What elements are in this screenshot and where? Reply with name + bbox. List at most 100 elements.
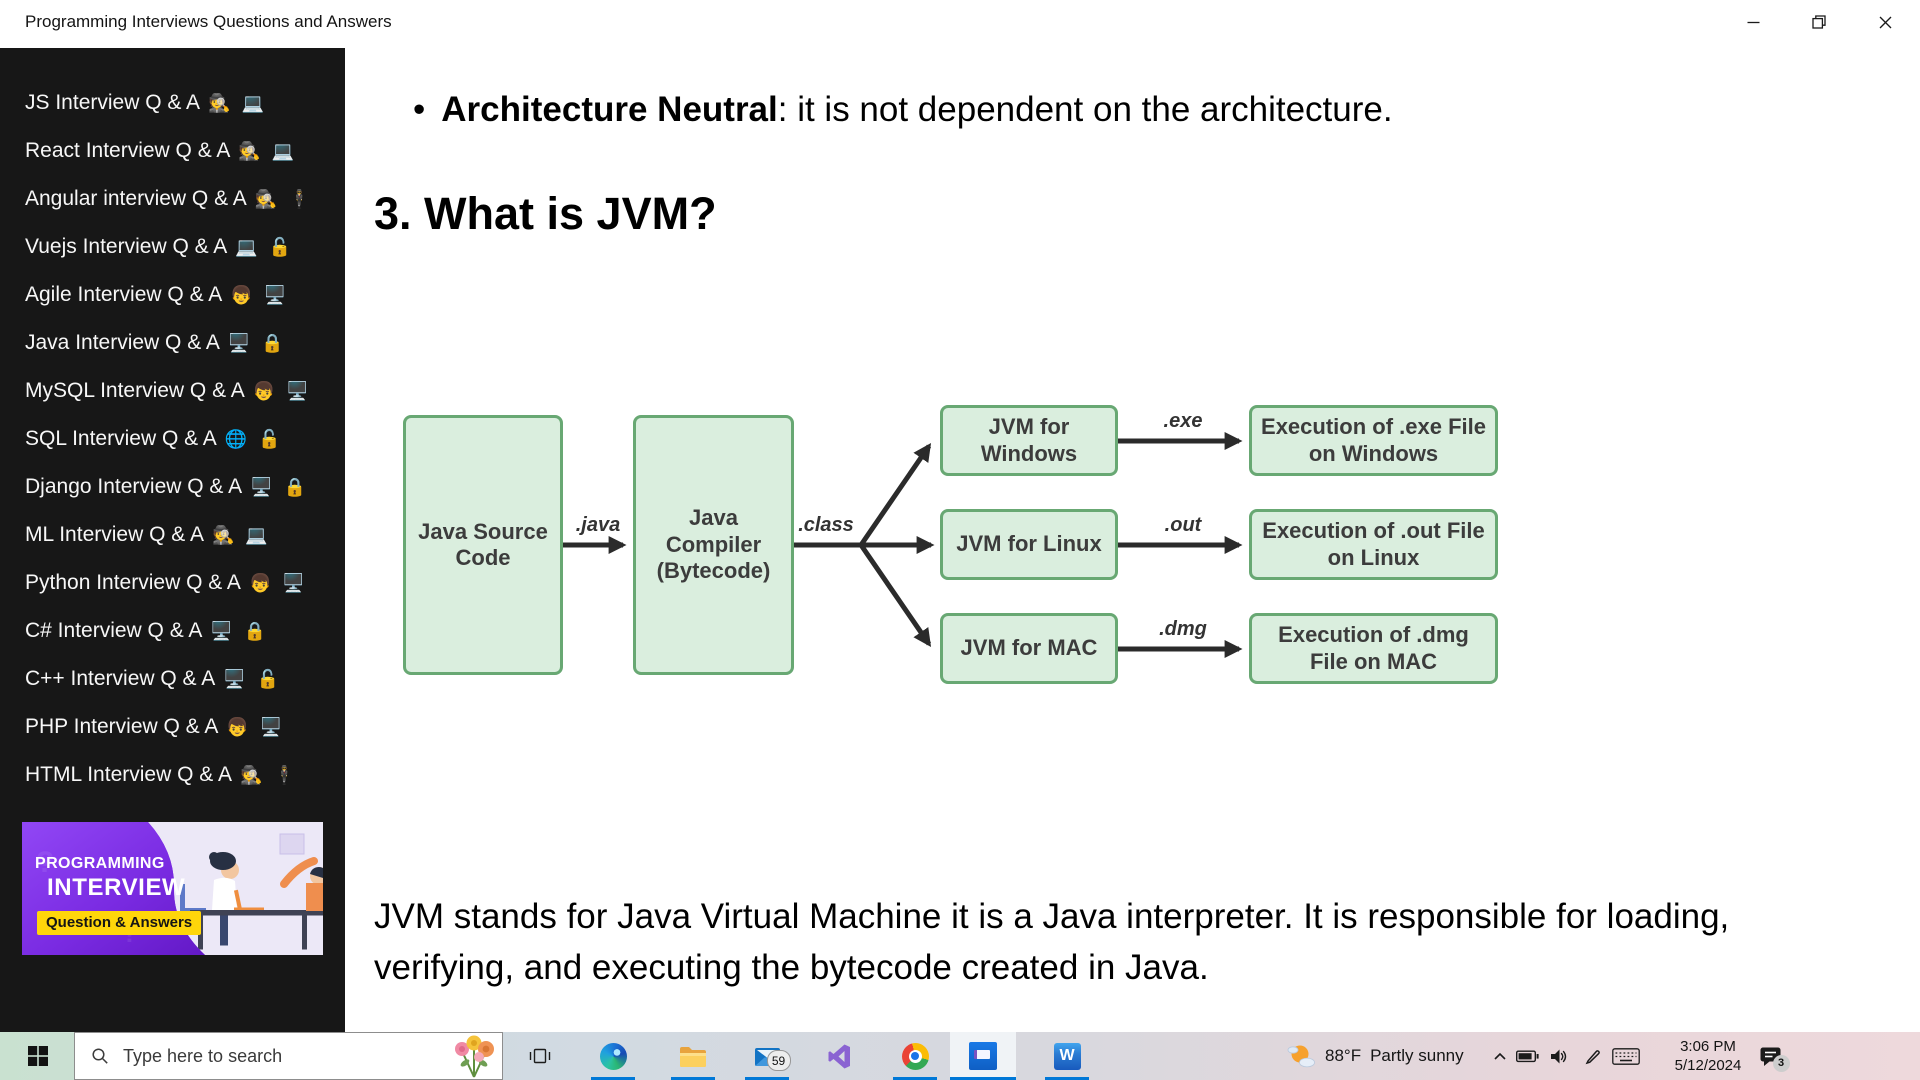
diagram-box-jvm-mac: JVM for MAC — [940, 613, 1118, 684]
bullet-rest-text: : it is not dependent on the architectur… — [777, 90, 1393, 129]
bullet-point: •Architecture Neutral: it is not depende… — [413, 90, 1393, 130]
diagram-box-java-source: Java Source Code — [403, 415, 563, 675]
mail-unread-badge: 59 — [766, 1050, 791, 1071]
boy-monitor-emoji: 👦 🖥️ — [252, 380, 312, 401]
minimize-button[interactable] — [1720, 0, 1786, 44]
sidebar-item-label: Python Interview Q & A — [25, 571, 241, 594]
detective-laptop-emoji: 🕵️ 💻 — [208, 92, 267, 113]
taskbar-app-mail[interactable]: 59 — [737, 1032, 797, 1080]
sidebar-item-label: Angular interview Q & A — [25, 187, 247, 210]
sidebar-item-mysql[interactable]: MySQL Interview Q & A 👦 🖥️ — [0, 367, 345, 415]
globe-lock-emoji: 🌐 🔓 — [224, 428, 284, 449]
monitor-lock-emoji: 🖥️ 🔓 — [223, 668, 283, 689]
monitor-lock-emoji: 🖥️ 🔒 — [250, 476, 309, 497]
touch-keyboard-button[interactable] — [1606, 1032, 1646, 1080]
search-icon — [92, 1048, 108, 1064]
sidebar-item-php[interactable]: PHP Interview Q & A👦 🖥️ — [0, 703, 345, 751]
clock-date: 5/12/2024 — [1674, 1057, 1742, 1074]
sidebar-item-react[interactable]: React Interview Q & A 🕵️ 💻 — [0, 127, 345, 175]
sidebar-item-label: C++ Interview Q & A — [25, 667, 216, 690]
task-view-button[interactable] — [510, 1032, 570, 1080]
flower-bouquet-image — [455, 1035, 494, 1078]
sidebar-item-java[interactable]: Java Interview Q & A🖥️ 🔒 — [0, 319, 345, 367]
volume-control[interactable] — [1544, 1032, 1574, 1080]
windows-ink-button[interactable] — [1578, 1032, 1606, 1080]
taskbar-app-file-explorer[interactable] — [663, 1032, 723, 1080]
diagram-label-out: .out — [1164, 514, 1202, 536]
taskbar: 59 W 88 — [0, 1032, 1920, 1080]
sidebar-item-sql[interactable]: SQL Interview Q & A🌐 🔓 — [0, 415, 345, 463]
promo-banner[interactable]: ? ? PROGRAMMING INTERVIEW Question & Ans… — [22, 822, 323, 955]
edge-icon — [599, 1042, 627, 1070]
diagram-box-exec-mac: Execution of .dmg File on MAC — [1249, 613, 1498, 684]
sidebar-item-vuejs[interactable]: Vuejs Interview Q & A 💻 🔓 — [0, 223, 345, 271]
sidebar-item-label: C# Interview Q & A — [25, 619, 203, 642]
sidebar-item-python[interactable]: Python Interview Q & A👦 🖥️ — [0, 559, 345, 607]
pen-icon — [1585, 1049, 1600, 1064]
diagram-label-class: .class — [798, 514, 854, 536]
taskbar-app-word[interactable]: W — [1037, 1032, 1097, 1080]
chrome-icon-center — [911, 1052, 919, 1060]
sidebar-item-csharp[interactable]: C# Interview Q & A 🖥️ 🔒 — [0, 607, 345, 655]
detective-suit-emoji: 🕵️ 🕴️ — [254, 188, 314, 209]
close-button[interactable] — [1852, 0, 1918, 44]
laptop-lock-emoji: 💻 🔓 — [235, 236, 295, 257]
sidebar: JS Interview Q & A 🕵️ 💻 React Interview Q… — [0, 48, 345, 1032]
body-paragraph: JVM stands for Java Virtual Machine it i… — [374, 897, 1730, 988]
weather-temperature: 88°F — [1325, 1046, 1362, 1065]
diagram-box-exec-linux: Execution of .out File on Linux — [1249, 509, 1498, 580]
diagram-box-jvm-windows: JVM for Windows — [940, 405, 1118, 476]
weather-description: Partly sunny — [1370, 1046, 1464, 1065]
taskbar-app-ebook-active[interactable] — [950, 1032, 1016, 1080]
sidebar-item-ml[interactable]: ML Interview Q & A🕵️ 💻 — [0, 511, 345, 559]
search-input[interactable] — [121, 1044, 415, 1068]
section-heading: 3. What is JVM? — [374, 188, 717, 239]
ebook-app-icon — [969, 1042, 997, 1070]
ebook-app-icon-card — [974, 1050, 990, 1059]
close-icon — [1879, 16, 1891, 28]
taskbar-app-chrome[interactable] — [885, 1032, 945, 1080]
sidebar-item-html[interactable]: HTML Interview Q & A🕵️ 🕴️ — [0, 751, 345, 799]
sidebar-item-agile[interactable]: Agile Interview Q & A👦 🖥️ — [0, 271, 345, 319]
jvm-diagram: Java Source Code Java Compiler (Bytecode… — [375, 390, 1515, 700]
taskbar-search[interactable] — [74, 1032, 503, 1080]
monitor-lock-emoji: 🖥️ 🔒 — [210, 620, 270, 641]
sidebar-item-label: JS Interview Q & A — [25, 91, 201, 114]
sidebar-item-label: React Interview Q & A — [25, 139, 231, 162]
action-center-button[interactable]: 3 — [1748, 1032, 1792, 1080]
sidebar-item-angular[interactable]: Angular interview Q & A 🕵️ 🕴️ — [0, 175, 345, 223]
taskbar-weather[interactable]: 88°F Partly sunny — [1286, 1032, 1468, 1080]
start-button[interactable] — [10, 1032, 66, 1080]
visual-studio-icon — [828, 1044, 850, 1068]
window-controls — [1720, 0, 1918, 44]
sidebar-item-label: ML Interview Q & A — [25, 523, 204, 546]
file-explorer-icon — [680, 1046, 706, 1067]
sidebar-item-label: Vuejs Interview Q & A — [25, 235, 228, 258]
tray-overflow-button[interactable] — [1488, 1032, 1512, 1080]
sidebar-item-js[interactable]: JS Interview Q & A 🕵️ 💻 — [0, 79, 345, 127]
sidebar-item-cpp[interactable]: C++ Interview Q & A 🖥️ 🔓 — [0, 655, 345, 703]
taskbar-app-visual-studio[interactable] — [810, 1032, 870, 1080]
diagram-box-jvm-linux: JVM for Linux — [940, 509, 1118, 580]
battery-status[interactable] — [1512, 1032, 1542, 1080]
promo-title-line1: PROGRAMMING — [35, 855, 165, 872]
sidebar-item-label: MySQL Interview Q & A — [25, 379, 245, 402]
document-content: •Architecture Neutral: it is not depende… — [345, 48, 1920, 1032]
promo-title-line2: INTERVIEW — [47, 874, 186, 901]
window-title: Programming Interviews Questions and Ans… — [25, 12, 392, 31]
restore-button[interactable] — [1786, 0, 1852, 44]
word-icon: W — [1053, 1042, 1081, 1070]
taskbar-app-edge[interactable] — [583, 1032, 643, 1080]
detective-suit-emoji: 🕵️ 🕴️ — [239, 764, 299, 785]
diagram-label-dmg: .dmg — [1159, 618, 1207, 640]
taskbar-clock[interactable]: 3:06 PM 5/12/2024 — [1652, 1032, 1764, 1080]
chrome-icon — [901, 1042, 929, 1070]
diagram-label-exe: .exe — [1163, 410, 1203, 432]
boy-monitor-emoji: 👦 🖥️ — [230, 284, 290, 305]
diagram-box-java-compiler: Java Compiler (Bytecode) — [633, 415, 794, 675]
sidebar-item-django[interactable]: Django Interview Q & A🖥️ 🔒 — [0, 463, 345, 511]
detective-laptop-emoji: 🕵️ 💻 — [238, 140, 298, 161]
chevron-up-icon — [1494, 1052, 1506, 1060]
diagram-box-exec-windows: Execution of .exe File on Windows — [1249, 405, 1498, 476]
sidebar-item-label: Java Interview Q & A — [25, 331, 220, 354]
